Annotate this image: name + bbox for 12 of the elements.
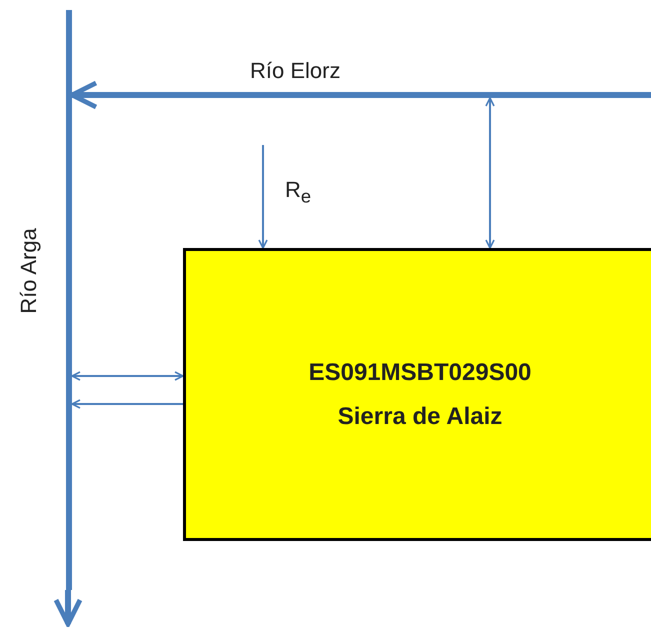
flow-arrow — [71, 371, 184, 381]
flow-arrow — [485, 97, 495, 249]
river-label: Río Arga — [16, 228, 42, 314]
flow-arrow — [71, 399, 183, 409]
aquifer-name: Sierra de Alaiz — [338, 403, 502, 430]
river-label: Río Elorz — [250, 58, 340, 84]
river-flow-arrow — [70, 80, 110, 110]
aquifer-name: ES091MSBT029S00 — [308, 359, 532, 386]
river-flow-arrow — [54, 590, 82, 626]
flow-arrow — [258, 145, 268, 249]
aquifer-box — [183, 248, 651, 541]
edge-label: R$_{e}$ — [285, 176, 312, 207]
